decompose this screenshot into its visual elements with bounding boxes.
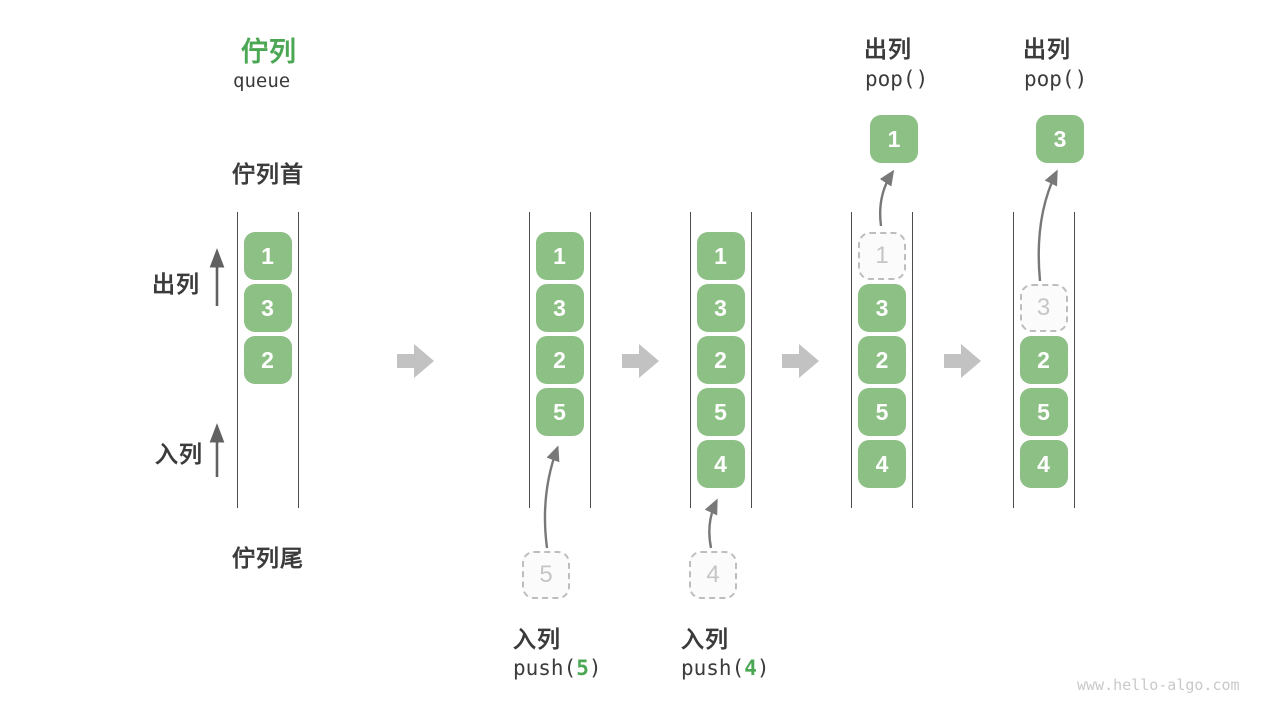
next-state-arrow-icon	[944, 344, 981, 378]
queue-item: 1	[243, 232, 292, 280]
watermark: www.hello-algo.com	[1077, 676, 1240, 694]
push-code-text: push(	[513, 656, 577, 680]
queue-item: 3	[535, 284, 584, 332]
push-operation-label: 入列	[513, 626, 561, 652]
queue-item: 3	[858, 284, 906, 332]
diagram-title-zh: 佇列	[241, 37, 297, 67]
incoming-item-ghost: 5	[522, 551, 570, 599]
incoming-item-ghost: 4	[689, 551, 737, 599]
popped-item: 1	[870, 115, 918, 163]
push-operation-label: 入列	[681, 626, 729, 652]
enqueue-direction-label: 入列	[155, 441, 203, 467]
queue-item: 3	[243, 284, 292, 332]
queue-item: 4	[1019, 440, 1068, 488]
pop-operation-label: 出列	[864, 36, 912, 62]
queue-item: 2	[535, 336, 584, 384]
next-state-arrow-icon	[622, 344, 659, 378]
queue-item: 1	[696, 232, 745, 280]
push-4-arrow-icon	[704, 498, 718, 549]
pop-operation-code: pop()	[1024, 67, 1088, 91]
queue-front-label: 佇列首	[232, 161, 304, 187]
queue-item: 4	[696, 440, 745, 488]
queue-rails	[689, 212, 752, 508]
queue-item: 2	[696, 336, 745, 384]
queue-item-ghost: 1	[858, 232, 906, 280]
queue-rails	[851, 212, 913, 508]
queue-item: 1	[535, 232, 584, 280]
queue-item: 5	[696, 388, 745, 436]
queue-item-ghost: 3	[1019, 284, 1068, 332]
queue-item: 2	[858, 336, 906, 384]
diagram-title-en: queue	[233, 70, 291, 92]
next-state-arrow-icon	[397, 344, 434, 378]
queue-item: 5	[1019, 388, 1068, 436]
pop-operation-label: 出列	[1023, 36, 1071, 62]
queue-item: 2	[243, 336, 292, 384]
push-code-text: push(	[681, 656, 745, 680]
push-code-text: )	[588, 656, 602, 680]
next-state-arrow-icon	[782, 344, 819, 378]
queue-item: 5	[535, 388, 584, 436]
push-code-text: )	[756, 656, 770, 680]
queue-item: 2	[1019, 336, 1068, 384]
popped-item: 3	[1036, 115, 1084, 163]
queue-item: 5	[858, 388, 906, 436]
queue-rails	[528, 212, 591, 508]
push-code-argument: 5	[576, 656, 589, 680]
queue-item: 3	[696, 284, 745, 332]
queue-rails	[236, 212, 299, 508]
queue-rear-label: 佇列尾	[232, 545, 304, 571]
push-code-argument: 4	[744, 656, 757, 680]
push-operation-code: push(5)	[513, 656, 602, 680]
pop-operation-code: pop()	[865, 67, 929, 91]
dequeue-direction-label: 出列	[152, 271, 200, 297]
queue-item: 4	[858, 440, 906, 488]
push-operation-code: push(4)	[681, 656, 770, 680]
queue-rails	[1012, 212, 1075, 508]
